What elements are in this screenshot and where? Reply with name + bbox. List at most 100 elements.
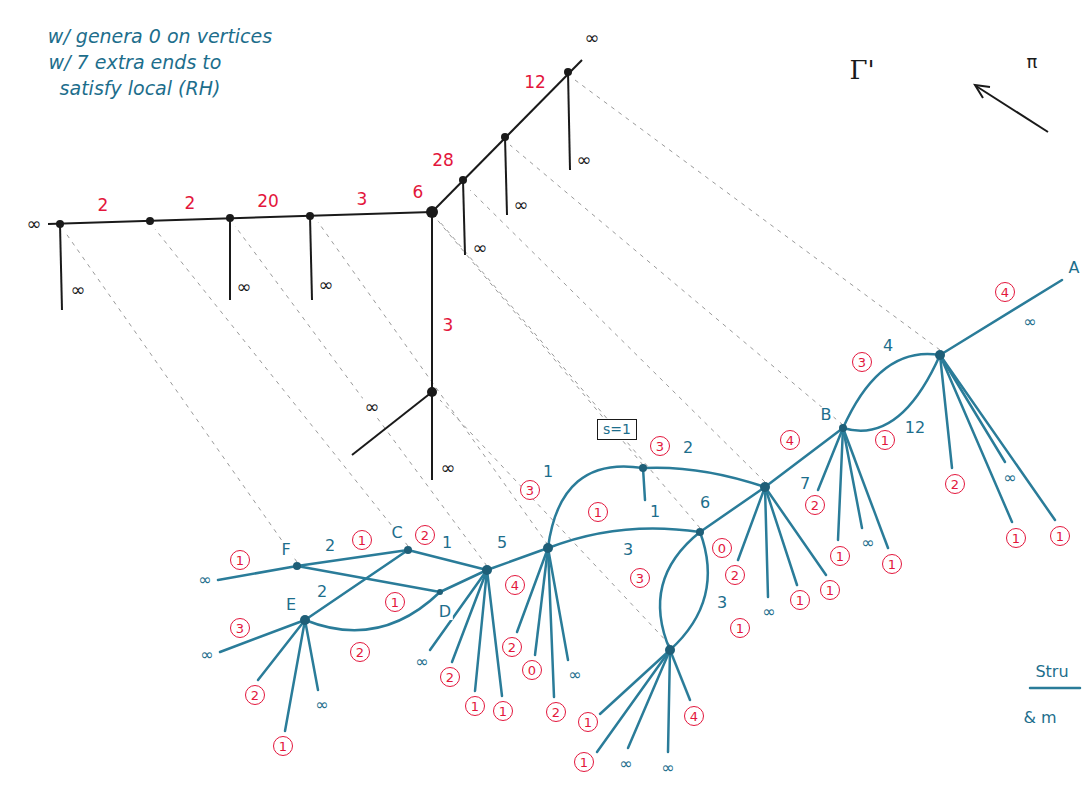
curve-label: C [389, 525, 404, 541]
circled-number: 1 [588, 502, 608, 522]
circled-number: 1 [820, 580, 840, 600]
circled-number: 1 [730, 618, 750, 638]
edge-weight: 2 [96, 197, 111, 214]
circled-number: 0 [522, 660, 542, 680]
projection-arrow [975, 85, 1048, 132]
source-vertices [293, 350, 945, 655]
edge-weight: ∞ [583, 29, 602, 47]
curve-label: 5 [495, 535, 509, 551]
curve-label: ∞ [859, 535, 876, 551]
circled-number: 2 [440, 667, 460, 687]
circled-number: 1 [273, 736, 293, 756]
edge-weight: ∞ [363, 398, 382, 416]
curve-label: ∞ [617, 756, 634, 772]
target-tree [48, 60, 582, 480]
edge-weight: 12 [522, 74, 548, 91]
curve-label: ∞ [1021, 314, 1038, 330]
circled-number: 1 [790, 590, 810, 610]
circled-number: 4 [995, 282, 1015, 302]
circled-number: 1 [1050, 526, 1070, 546]
edge-weight: 20 [255, 193, 281, 210]
circled-number: 2 [350, 642, 370, 662]
curve-label: ∞ [198, 647, 215, 663]
target-vertices [56, 68, 572, 397]
circled-number: 4 [505, 575, 525, 595]
curve-label: 6 [698, 495, 712, 511]
edge-weight: ∞ [317, 276, 336, 294]
boxed-label: s=1 [597, 419, 637, 440]
curve-label: 2 [315, 584, 329, 600]
circled-number: 3 [520, 480, 540, 500]
curve-label: Stru [1033, 664, 1070, 680]
note-text: satisfy local (RH) [60, 79, 221, 98]
edge-weight: 3 [441, 317, 456, 334]
curve-label: ∞ [313, 697, 330, 713]
curve-label: ∞ [760, 604, 777, 620]
circled-number: 1 [493, 701, 513, 721]
circled-number: 0 [712, 538, 732, 558]
curve-label: E [284, 597, 298, 613]
circled-number: 1 [830, 546, 850, 566]
circled-number: 4 [684, 706, 704, 726]
note-text: w/ 7 extra ends to [49, 53, 222, 72]
circled-number: 1 [352, 530, 372, 550]
curve-label: 12 [903, 420, 927, 436]
edge-weight: 3 [355, 191, 370, 208]
circled-number: 1 [574, 752, 594, 772]
edge-weight: 6 [411, 184, 426, 201]
projection-lines [65, 80, 940, 645]
curve-label: ∞ [1001, 470, 1018, 486]
edge-weight: ∞ [235, 278, 254, 296]
box-text: s=1 [603, 421, 631, 437]
circled-number: 3 [630, 568, 650, 588]
curve-label: F [279, 542, 292, 558]
edge-weight: ∞ [25, 215, 44, 233]
circled-number: 3 [852, 352, 872, 372]
curve-label: 1 [648, 504, 662, 520]
curve-label: ∞ [413, 654, 430, 670]
edge-weight: π [1025, 53, 1040, 71]
curve-label: 3 [715, 595, 729, 611]
curve-label: B [819, 407, 834, 423]
note-text: w/ genera 0 on vertices [48, 27, 272, 46]
circled-number: 2 [945, 474, 965, 494]
curve-label: D [437, 604, 453, 620]
circled-number: 1 [1006, 528, 1026, 548]
curve-label: & m [1021, 710, 1058, 726]
circled-number: 2 [502, 637, 522, 657]
curve-label: 7 [798, 476, 812, 492]
circled-number: 3 [230, 618, 250, 638]
circled-number: 2 [415, 525, 435, 545]
curve-label: 4 [881, 338, 895, 354]
curve-label: ∞ [566, 667, 583, 683]
circled-number: 2 [245, 685, 265, 705]
curve-label: ∞ [659, 760, 676, 776]
graph-name: Γ' [849, 57, 874, 83]
curve-label: ∞ [196, 572, 213, 588]
curve-label: 1 [440, 535, 454, 551]
circled-number: 2 [546, 702, 566, 722]
edge-weight: 28 [430, 152, 456, 169]
circled-number: 1 [578, 712, 598, 732]
circled-number: 1 [230, 550, 250, 570]
circled-number: 1 [882, 554, 902, 574]
curve-label: 2 [323, 538, 337, 554]
circled-number: 3 [650, 436, 670, 456]
edge-weight: 2 [183, 195, 198, 212]
circled-number: 4 [780, 430, 800, 450]
edge-weight: ∞ [512, 196, 531, 214]
curve-label: 2 [681, 440, 695, 456]
circled-number: 1 [385, 592, 405, 612]
circled-number: 1 [875, 430, 895, 450]
circled-number: 2 [725, 565, 745, 585]
circled-number: 2 [805, 495, 825, 515]
curve-label: 3 [621, 542, 635, 558]
circled-number: 1 [465, 696, 485, 716]
edge-weight: ∞ [471, 239, 490, 257]
edge-weight: ∞ [69, 281, 88, 299]
curve-label: A [1067, 260, 1082, 276]
edge-weight: ∞ [439, 459, 458, 477]
curve-label: 1 [541, 464, 555, 480]
